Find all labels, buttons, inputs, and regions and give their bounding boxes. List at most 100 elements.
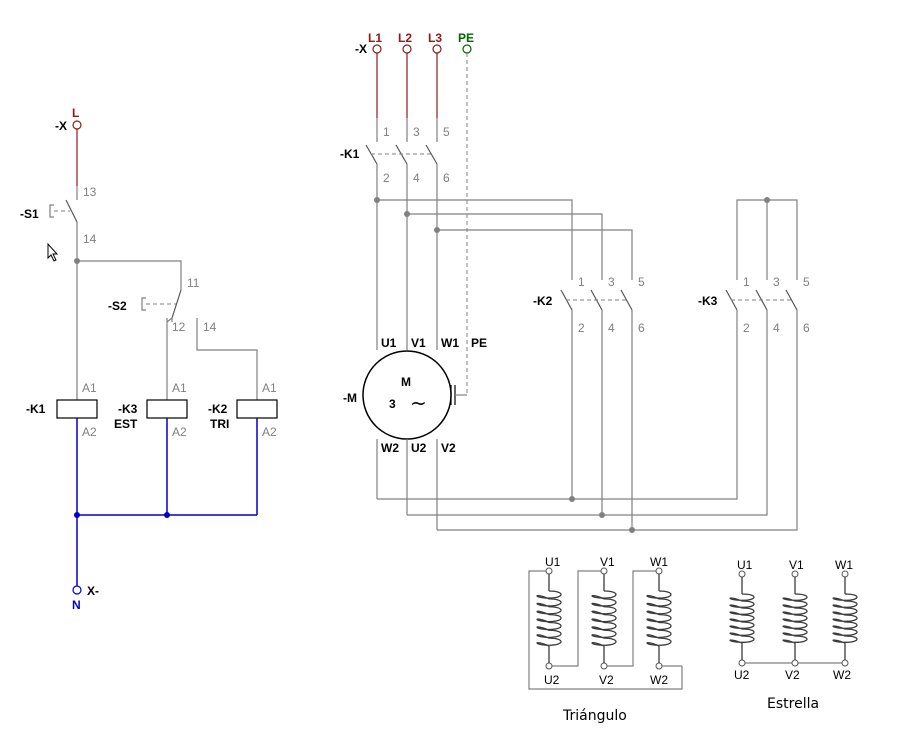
k2-pin-6: 6 — [638, 321, 645, 335]
junction-node — [569, 496, 575, 502]
coil-k3-a2: A2 — [172, 425, 187, 439]
s2-pin-14: 14 — [203, 320, 217, 334]
coil-k2: A1 A2 -K2 TRI — [208, 381, 278, 439]
phase-l2-terminal — [402, 44, 412, 54]
coil-k2-sub: TRI — [210, 417, 229, 431]
motor-terminal-v1: V1 — [411, 336, 426, 350]
mouse-cursor-icon — [47, 242, 59, 262]
earth-label: PE — [458, 31, 474, 45]
star-top-w1: W1 — [835, 558, 853, 572]
motor-symbol: M — [401, 375, 411, 389]
phase-l1-label: L1 — [368, 31, 382, 45]
k1-pin-3: 3 — [413, 125, 420, 139]
s2-tag: -S2 — [108, 299, 127, 313]
motor-terminal-w2: W2 — [381, 441, 399, 455]
delta-caption: Triángulo — [562, 708, 627, 724]
delta-connection: Triángulo U1 V1 W1 U2 V2 W2 — [528, 555, 683, 724]
neutral-label: N — [72, 598, 81, 612]
k2-pin-4: 4 — [608, 321, 615, 335]
coil-k1-a1: A1 — [82, 381, 97, 395]
delta-bottom-v2: V2 — [599, 673, 614, 687]
supply-line-label: L — [72, 106, 79, 120]
coil-k2-a1: A1 — [262, 381, 277, 395]
winding-coil — [832, 570, 858, 667]
contactor-k1: -K1 1 3 5 2 4 6 — [340, 118, 450, 185]
neutral-return: X- N — [72, 418, 258, 612]
k1-pin-2: 2 — [383, 171, 390, 185]
s1-pin-13: 13 — [83, 185, 97, 199]
s1-tag: -S1 — [20, 207, 39, 221]
winding-coil — [646, 567, 672, 670]
junction-node — [599, 512, 605, 518]
k3-pin-5: 5 — [803, 275, 810, 289]
contactor-k2: -K2 1 3 5 2 4 6 — [533, 275, 645, 335]
motor-phases: 3 — [389, 397, 396, 411]
delta-top-w1: W1 — [650, 555, 668, 569]
k3-pin-1: 1 — [743, 275, 750, 289]
delta-bottom-u2: U2 — [544, 673, 560, 687]
control-circuit: L -X -S1 13 14 -S2 — [20, 106, 278, 612]
winding-coil — [591, 567, 617, 670]
k1-tag: -K1 — [340, 147, 360, 161]
coil-k1-a2: A2 — [82, 425, 97, 439]
phase-l3-label: L3 — [428, 31, 442, 45]
star-top-u1: U1 — [737, 558, 753, 572]
k3-pin-4: 4 — [773, 321, 780, 335]
junction-node — [629, 527, 635, 533]
coil-k1-tag: -K1 — [26, 402, 46, 416]
motor-terminal-v2: V2 — [441, 441, 456, 455]
s2-push-button: -S2 11 12 14 — [108, 276, 258, 400]
coil-k3-a1: A1 — [172, 381, 187, 395]
star-connection: Estrella U1 V1 W1 U2 V2 W2 — [729, 558, 858, 712]
k1-pin-4: 4 — [413, 171, 420, 185]
motor-terminal-u2: U2 — [411, 441, 427, 455]
motor-terminal-u1: U1 — [381, 336, 397, 350]
k3-pin-6: 6 — [803, 321, 810, 335]
winding-coil — [536, 567, 562, 670]
k3-pin-2: 2 — [743, 321, 750, 335]
k1-pin-6: 6 — [443, 171, 450, 185]
motor: -M M 3 ~ U1 V1 W1 PE W2 U2 V2 — [343, 336, 487, 455]
phase-l1-terminal — [372, 44, 382, 54]
k3-tag: -K3 — [698, 294, 718, 308]
coil-k2-tag: -K2 — [208, 402, 228, 416]
motor-terminal-pe: PE — [471, 336, 487, 350]
supply-terminal-tag: -X — [55, 119, 67, 133]
neutral-terminal-tag: X- — [87, 584, 99, 598]
winding-coil — [782, 570, 808, 667]
delta-bottom-w2: W2 — [650, 673, 668, 687]
contactor-k3: -K3 1 3 5 2 4 6 — [698, 197, 810, 335]
star-bottom-v2: V2 — [785, 668, 800, 682]
star-bottom-w2: W2 — [833, 668, 851, 682]
s2-pin-12: 12 — [172, 320, 186, 334]
k2-pin-3: 3 — [608, 275, 615, 289]
motor-tag: -M — [343, 391, 357, 405]
phase-l3-terminal — [432, 44, 442, 54]
phase-l2-label: L2 — [398, 31, 412, 45]
s1-pin-14: 14 — [83, 232, 97, 246]
power-terminal-tag: -X — [355, 42, 367, 56]
k2-tag: -K2 — [533, 294, 553, 308]
s2-pin-11: 11 — [187, 276, 200, 290]
neutral-node — [74, 512, 80, 518]
coil-k1: A1 A2 -K1 — [26, 381, 98, 439]
star-caption: Estrella — [767, 696, 819, 712]
coil-k3-tag: -K3 — [118, 402, 138, 416]
k3-pin-3: 3 — [773, 275, 780, 289]
star-top-v1: V1 — [789, 558, 804, 572]
neutral-node — [164, 512, 170, 518]
coil-k3-sub: EST — [114, 417, 138, 431]
delta-top-v1: V1 — [600, 555, 615, 569]
coil-k3: A1 A2 -K3 EST — [114, 381, 188, 439]
earth-terminal — [462, 44, 472, 54]
k2-pin-1: 1 — [578, 275, 585, 289]
delta-top-u1: U1 — [545, 555, 561, 569]
s1-push-button: -S1 13 14 — [20, 185, 97, 262]
coil-k2-a2: A2 — [262, 425, 277, 439]
motor-terminal-w1: W1 — [441, 336, 459, 350]
k1-pin-5: 5 — [443, 125, 450, 139]
k1-pin-1: 1 — [383, 125, 390, 139]
supply-line-terminal — [72, 120, 82, 130]
k2-pin-5: 5 — [638, 275, 645, 289]
